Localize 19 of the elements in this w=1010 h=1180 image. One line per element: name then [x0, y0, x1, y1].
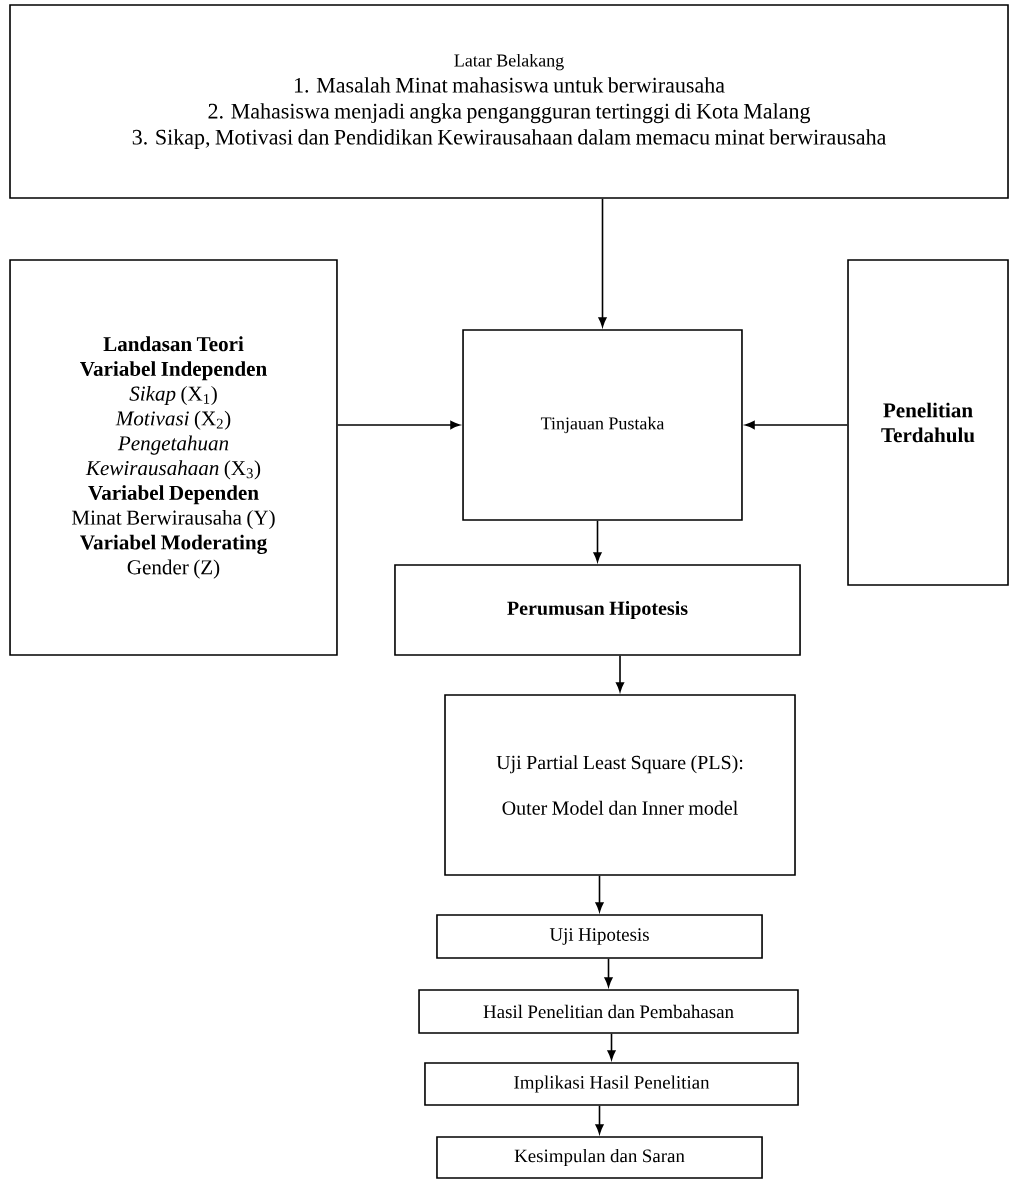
- process-box: Hasil Penelitian dan Pembahasan: [418, 989, 799, 1034]
- process-box: Implikasi Hasil Penelitian: [424, 1062, 799, 1106]
- process-box: Uji Hipotesis: [436, 914, 763, 959]
- process-box: Kesimpulan dan Saran: [436, 1136, 763, 1179]
- arrow: [595, 1105, 604, 1134]
- background-box: Latar Belakang 1. Masalah Minat mahasiswa untuk berwirausaha 2. Mahasiswa menjadi angka pengangguran tertinggi di Kota Malang 3. Sikap, Motivasi dan Pendidikan Kewirausahaan dalam memacu minat berwirausaha: [9, 4, 1009, 199]
- arrow: [598, 198, 607, 327]
- arrow: [593, 520, 602, 562]
- arrow: [607, 1033, 616, 1060]
- arrow: [615, 655, 625, 692]
- arrow: [595, 875, 604, 912]
- process-box: Perumusan Hipotesis: [394, 564, 801, 656]
- arrow: [745, 420, 848, 430]
- process-box: Uji Partial Least Square (PLS): Outer Model dan Inner model: [444, 694, 796, 876]
- theory-box: Landasan Teori Variabel Independen Sikap (X$_{1}$) Motivasi (X$_{2}$) Pengetahuan Kewirausahaan (X$_{3}$) Variabel Dependen Minat Berwirausaha (Y) Variabel Moderating Gender (Z): [9, 259, 338, 656]
- research-box: Penelitian Terdahulu: [847, 259, 1009, 586]
- arrow: [604, 958, 613, 987]
- arrow: [336, 420, 460, 430]
- process-box: Tinjauan Pustaka: [462, 329, 743, 521]
